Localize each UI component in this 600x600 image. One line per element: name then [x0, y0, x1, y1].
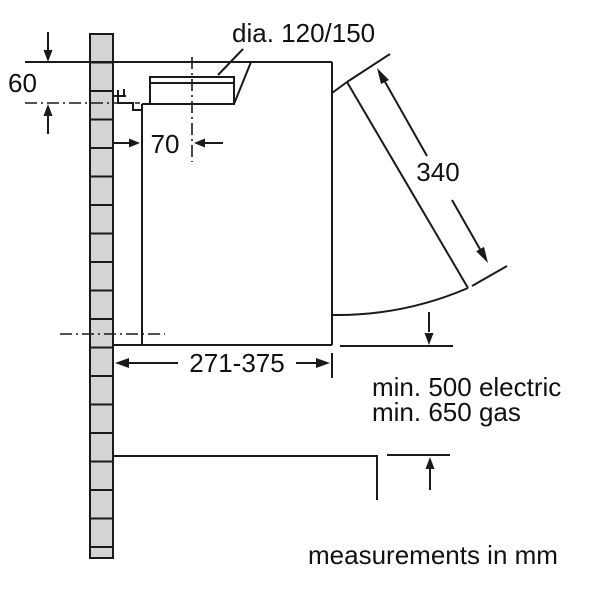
- arrow-down-right-icon: [476, 246, 488, 263]
- hood-corner-chamfer: [331, 81, 348, 94]
- min-gas-label: min. 650 gas: [372, 397, 521, 427]
- visor-swing-arc: [331, 287, 469, 317]
- bracket-profile: [117, 90, 142, 111]
- dim-60-label: 60: [8, 68, 37, 98]
- visor-flap-line: [346, 81, 469, 289]
- arrow-up-icon: [425, 457, 435, 469]
- wall: [89, 33, 114, 559]
- dim-70-label: 70: [151, 129, 180, 159]
- dimension-60: 60: [8, 32, 53, 134]
- hob-line: [113, 455, 378, 500]
- footer-note: measurements in mm: [308, 540, 558, 570]
- clearance-indicators: min. 500 electric min. 650 gas: [113, 312, 561, 500]
- dim-340-extension-lines: [346, 53, 508, 287]
- dimension-duct-diameter: dia. 120/150: [217, 18, 375, 76]
- arrow-up-icon: [43, 104, 53, 116]
- arrow-down-icon: [424, 333, 434, 345]
- dimension-340: 340: [346, 53, 508, 287]
- dim-340-line: [379, 72, 486, 259]
- dimension-70: 70: [114, 129, 223, 159]
- mounting-bracket: [114, 89, 142, 111]
- arrow-left-icon: [194, 138, 205, 148]
- arrow-up-left-icon: [377, 68, 389, 84]
- wall-column: [89, 33, 114, 559]
- dim-340-label: 340: [416, 157, 459, 187]
- visor: [331, 81, 469, 317]
- min-electric-label: min. 500 electric: [372, 372, 561, 402]
- arrow-right-icon: [129, 138, 140, 148]
- arrow-left-icon: [115, 358, 129, 368]
- dimension-271-375: 271-375: [115, 348, 333, 378]
- bracket-hook: [114, 89, 126, 97]
- dia-label: dia. 120/150: [232, 18, 375, 48]
- dim-depth-label: 271-375: [189, 348, 284, 378]
- arrow-down-icon: [43, 50, 53, 62]
- dia-leader-line: [217, 48, 244, 76]
- arrow-right-icon: [316, 358, 330, 368]
